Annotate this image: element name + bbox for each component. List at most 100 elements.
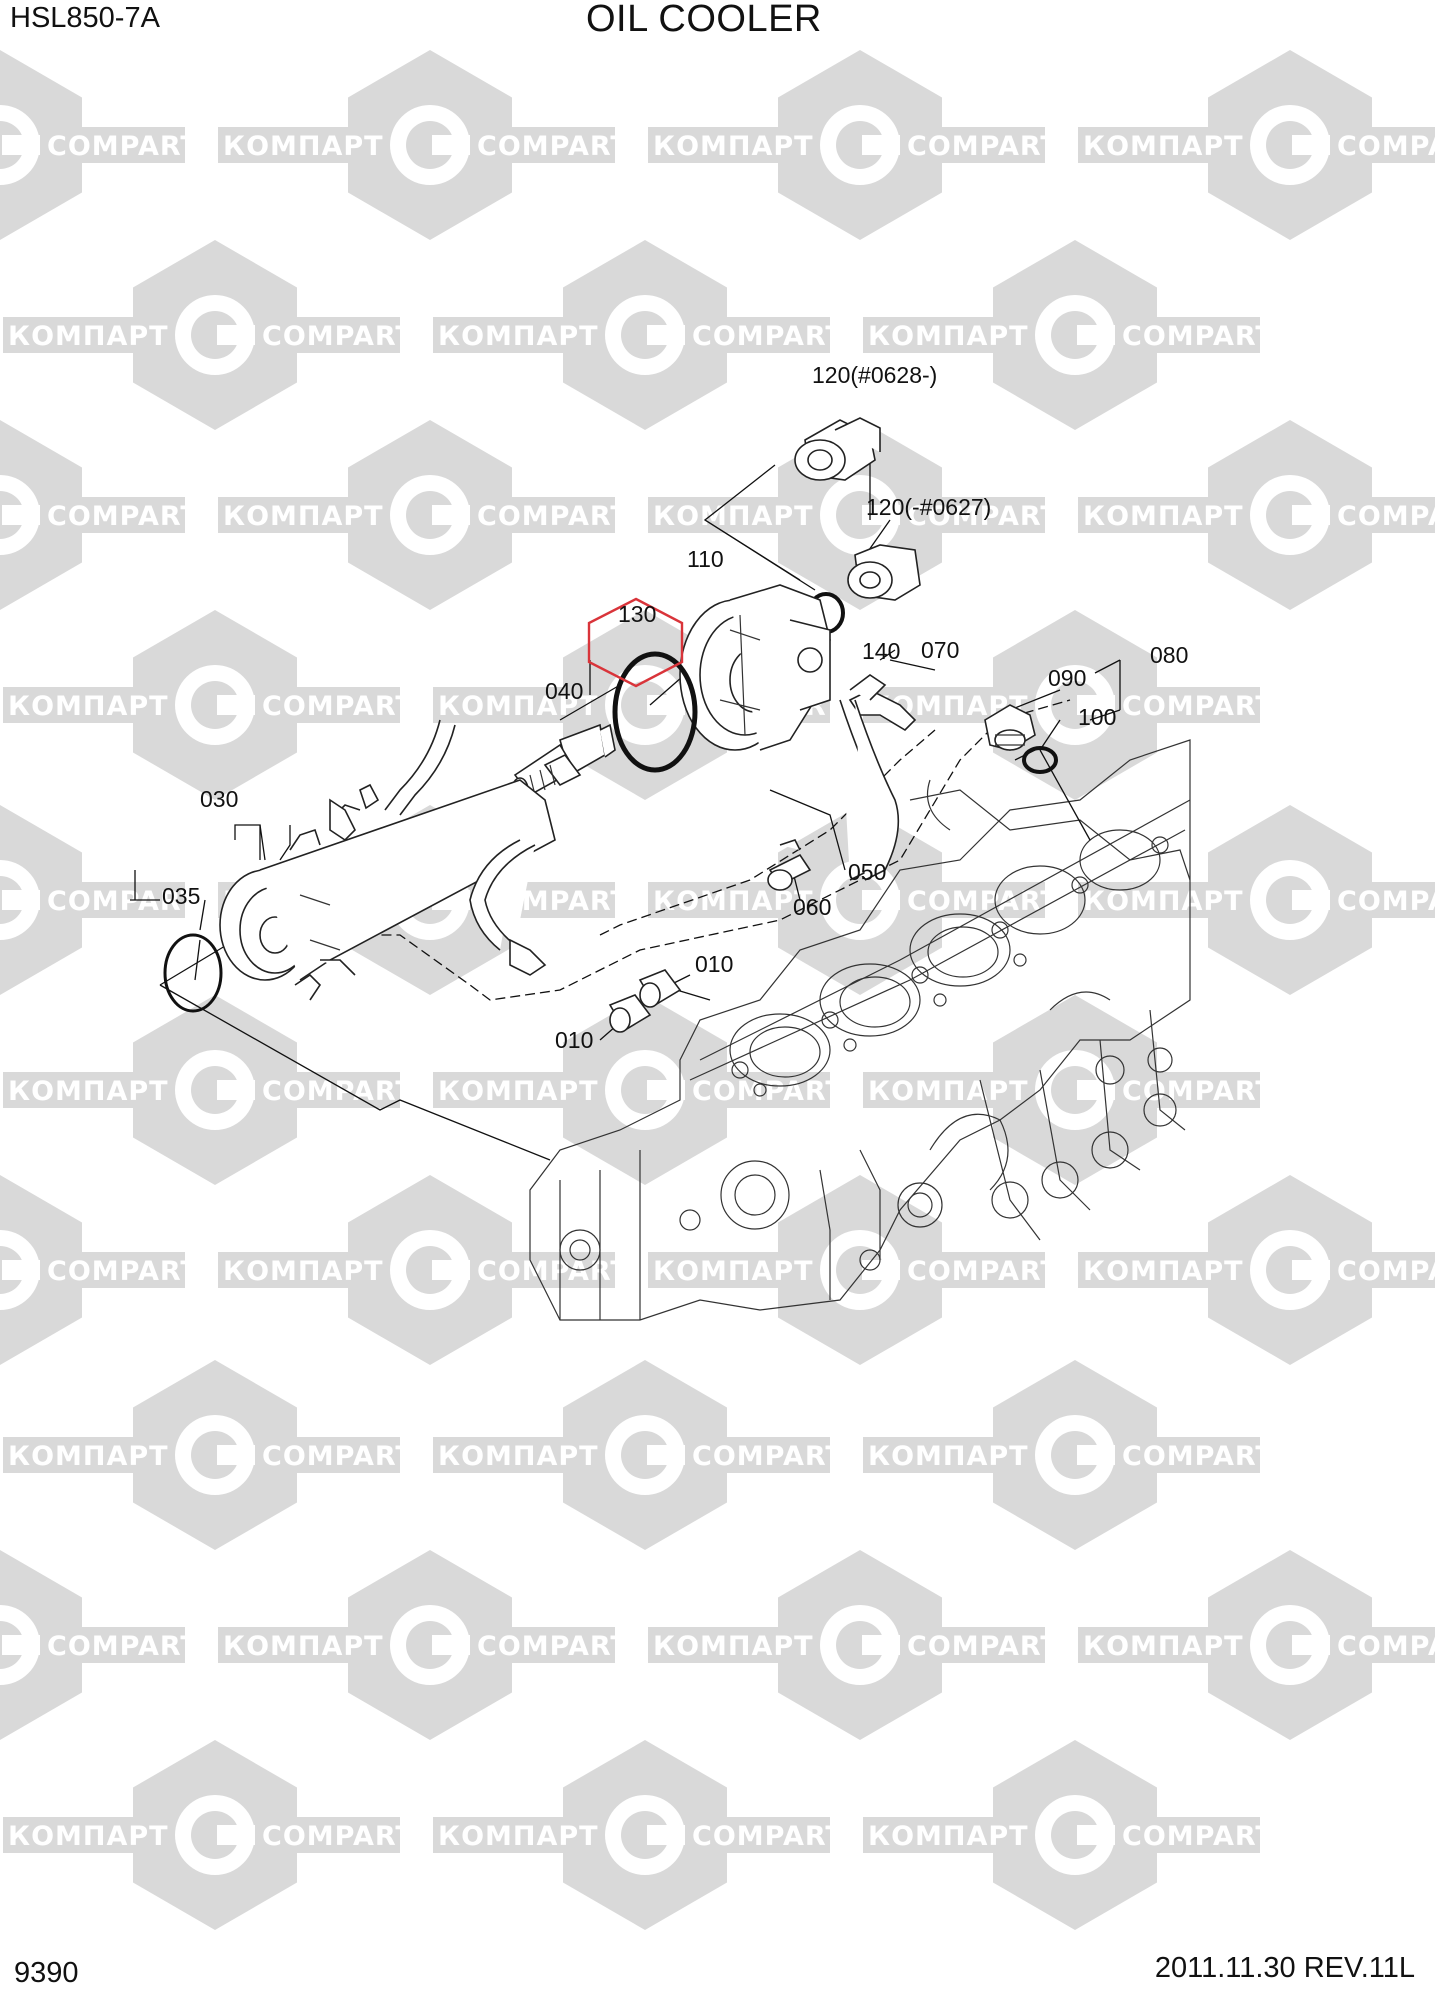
watermark-text-right: COMPART [1122,1441,1275,1472]
callout-050: 050 [848,859,886,885]
part-hose-070 [839,674,917,881]
part-clamp-060 [767,839,812,891]
callout-035: 035 [162,883,200,909]
part-oring-100 [1022,746,1058,774]
watermark-text-right: COMPART [907,886,1060,917]
callout-100: 100 [1078,704,1116,730]
watermark-text-right: COMPART [692,321,845,352]
watermark-banner-left [3,687,153,723]
callout-labels: 120(#0628-) 120(-#0627) 110 130 140 070 … [162,362,1188,1053]
watermark-banner-right [1330,1252,1435,1288]
part-oil-cooler-030 [219,779,556,981]
watermark-text-right: COMPART [262,1076,415,1107]
watermark-text-left: КОМПАРТ [1083,1256,1244,1287]
callout-120-new: 120(#0628-) [812,362,937,388]
watermark-banner-left [3,1437,153,1473]
watermark-text-left: КОМПАРТ [653,886,814,917]
watermark-banner-right [40,497,185,533]
watermark-banner-left [218,1252,368,1288]
watermark-banner-right [1115,317,1260,353]
watermark-text-right: COMPART [47,1256,200,1287]
watermark-tile: КОМПАРТ COMPART [218,50,630,240]
watermark-text-right: COMPART [477,501,630,532]
watermark-banner-right [40,882,185,918]
watermark-banner-left [648,497,798,533]
watermark-text-left: КОМПАРТ [223,501,384,532]
watermark-banner-left [1078,1252,1228,1288]
callout-040: 040 [545,678,583,704]
watermark-text-right: COMPART [1122,1821,1275,1852]
watermark-text-left: КОМПАРТ [8,321,169,352]
watermark-banner-right [1115,1817,1260,1853]
part-plug-090 [984,704,1036,751]
watermark-banner-left [1078,127,1228,163]
part-fitting-120a [794,417,881,481]
callout-030: 030 [200,786,238,812]
watermark-text-right: COMPART [477,131,630,162]
watermark-text-left: КОМПАРТ [868,321,1029,352]
watermark-banner-left [433,687,583,723]
watermark-banner-right [685,1437,830,1473]
watermark-text-right: COMPART [262,691,415,722]
callout-070: 070 [921,637,959,663]
watermark-text-left: КОМПАРТ [868,1821,1029,1852]
part-adapter-110 [679,584,831,751]
part-nipple-040 [511,723,616,803]
watermark-text-left: КОМПАРТ [223,1631,384,1662]
watermark-banner-right [40,127,185,163]
watermark-text-left: КОМПАРТ [223,131,384,162]
callout-090: 090 [1048,665,1086,691]
watermark-banner-right [255,1437,400,1473]
watermark-text-right: COMPART [907,131,1060,162]
watermark-text-left: КОМПАРТ [438,1441,599,1472]
watermark-banner-left [433,1437,583,1473]
callout-120-old: 120(-#0627) [866,494,991,520]
callout-130: 130 [618,601,656,627]
watermark-tile: КОМПАРТ COMPART [648,805,1060,995]
watermark-banner-right [685,1072,830,1108]
watermark-banner-right [255,1817,400,1853]
watermark-text-left: КОМПАРТ [653,1631,814,1662]
part-oring-035 [163,933,223,1013]
watermark-text-left: КОМПАРТ [653,501,814,532]
part-oring-130 [612,651,698,773]
watermark-text-left: КОМПАРТ [8,691,169,722]
part-fittings-010 [608,969,682,1033]
watermark-text-right: COMPART [907,501,1060,532]
revision-date: 2011.11.30 REV.11L [1154,1952,1415,1984]
watermark-banner-right [1115,1072,1260,1108]
watermark-banner-right [900,497,1045,533]
watermark-banner-right [685,317,830,353]
watermark-text-right: COMPART [47,1631,200,1662]
watermark-banner-left [1078,497,1228,533]
watermark-banner-left [433,317,583,353]
watermark-banner-left [1078,1627,1228,1663]
watermark-banner-left [863,1437,1013,1473]
callout-010-lower: 010 [555,1027,593,1053]
watermark-banner-left [648,127,798,163]
watermark-text-right: COMPART [1337,501,1435,532]
watermark-banner-left [433,1817,583,1853]
watermark-text-left: КОМПАРТ [8,1821,169,1852]
watermark-banner-right [685,1817,830,1853]
watermark-banner-right [900,127,1045,163]
watermark-tile: КОМПАРТ COMPART [863,1740,1275,1930]
watermark-text-left: КОМПАРТ [438,321,599,352]
watermark-banner-right [40,1627,185,1663]
watermark-banner-right [40,1252,185,1288]
watermark-banner-right [1330,882,1435,918]
